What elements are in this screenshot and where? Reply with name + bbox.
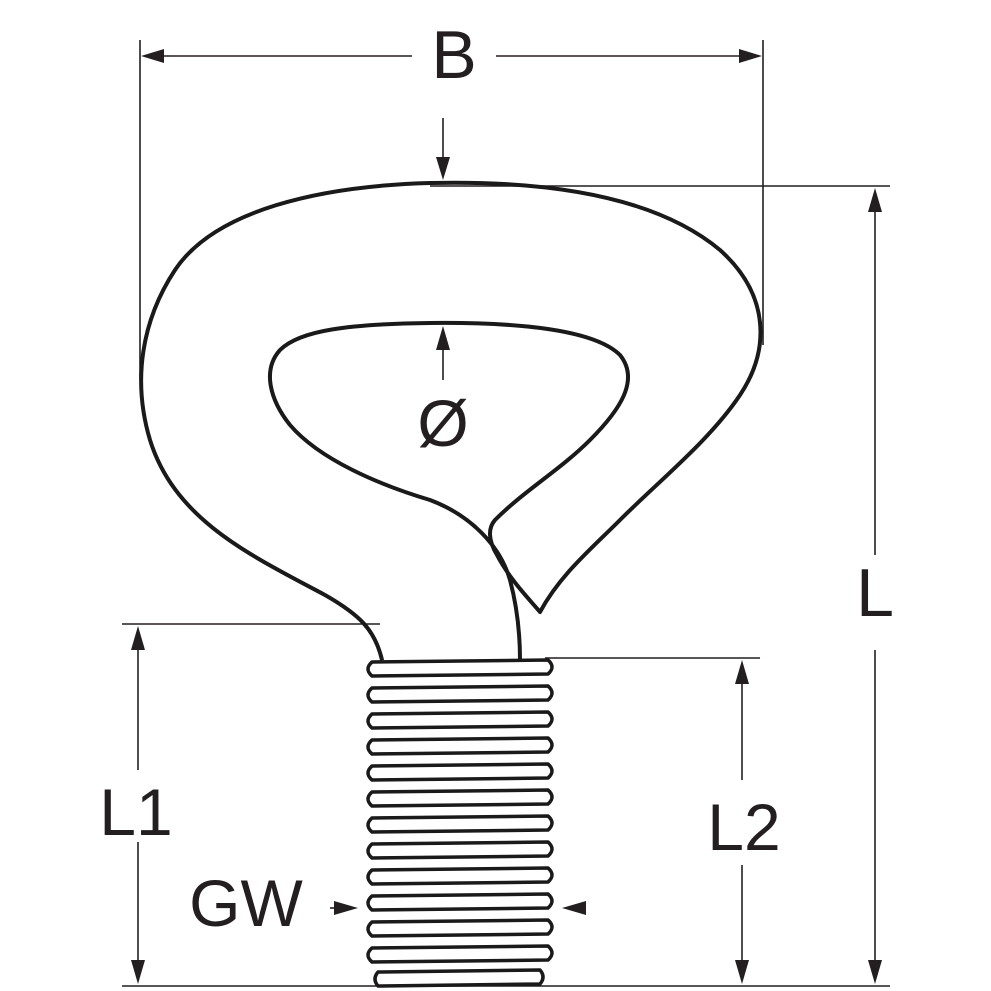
threaded-shank (366, 658, 554, 988)
thread-10 (366, 892, 554, 912)
gw-left-arrow (334, 901, 358, 915)
thread-12 (366, 944, 554, 964)
dimension-l2: L2 (707, 660, 781, 984)
arrow-l1-top (131, 626, 145, 650)
label-b: B (431, 17, 476, 93)
arrow-l-bottom (868, 960, 882, 984)
arrow-l2-bottom (735, 960, 749, 984)
label-diameter: Ø (417, 386, 468, 460)
eye-outer-outline (139, 180, 763, 662)
gw-right-arrow (562, 901, 586, 915)
dimension-eye-diameter: Ø (417, 118, 469, 460)
eye-top-pointer-arrow (436, 157, 450, 180)
thread-6 (366, 788, 554, 808)
dimension-l1: L1 (99, 626, 173, 984)
eye-diameter-arrow (436, 326, 450, 350)
arrow-l-top (868, 188, 882, 212)
thread-4 (366, 736, 554, 756)
eye-loop (139, 180, 763, 662)
arrow-b-left (141, 49, 164, 63)
arrow-b-right (739, 49, 762, 63)
thread-9 (366, 866, 554, 886)
dimension-l: L (856, 188, 894, 984)
dimension-b: B (141, 17, 762, 93)
arrow-l2-top (735, 660, 749, 684)
label-l1: L1 (99, 775, 172, 849)
label-gw: GW (189, 866, 303, 940)
thread-13 (373, 968, 545, 988)
label-l: L (856, 555, 894, 631)
label-l2: L2 (707, 790, 780, 864)
thread-7 (366, 814, 554, 834)
arrow-l1-bottom (131, 960, 145, 984)
thread-11 (366, 918, 554, 938)
thread-2 (366, 684, 554, 704)
dimension-gw: GW (189, 866, 586, 940)
thread-3 (366, 710, 554, 730)
thread-8 (366, 840, 554, 860)
thread-5 (366, 762, 554, 782)
thread-1 (366, 658, 554, 678)
